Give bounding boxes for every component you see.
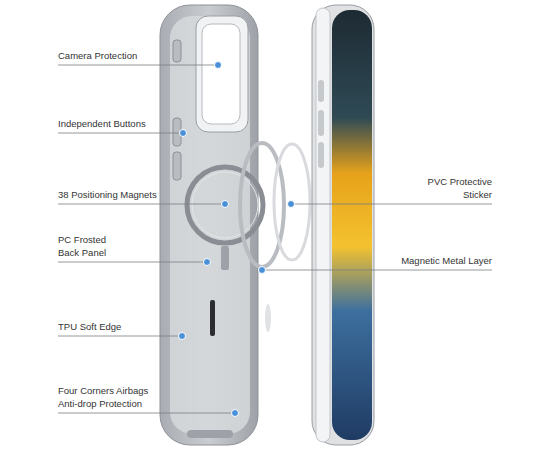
callout-label: 38 Positioning Magnets bbox=[58, 188, 198, 201]
callout-label: PVC Protective Sticker bbox=[414, 175, 492, 201]
callout-dots bbox=[179, 62, 295, 417]
callout-label: Independent Buttons bbox=[58, 117, 168, 130]
callout-label: PC Frosted Back Panel bbox=[58, 233, 128, 259]
magnetic-rings bbox=[239, 143, 310, 332]
callout-label: Magnetic Metal Layer bbox=[372, 254, 492, 267]
phone bbox=[312, 5, 374, 445]
callout-label: Camera Protection bbox=[58, 49, 198, 62]
leader-lines bbox=[58, 65, 492, 413]
callout-label: TPU Soft Edge bbox=[58, 320, 168, 333]
phone-case bbox=[160, 5, 263, 445]
callout-label: Four Corners Airbags Anti-drop Protectio… bbox=[58, 384, 168, 410]
